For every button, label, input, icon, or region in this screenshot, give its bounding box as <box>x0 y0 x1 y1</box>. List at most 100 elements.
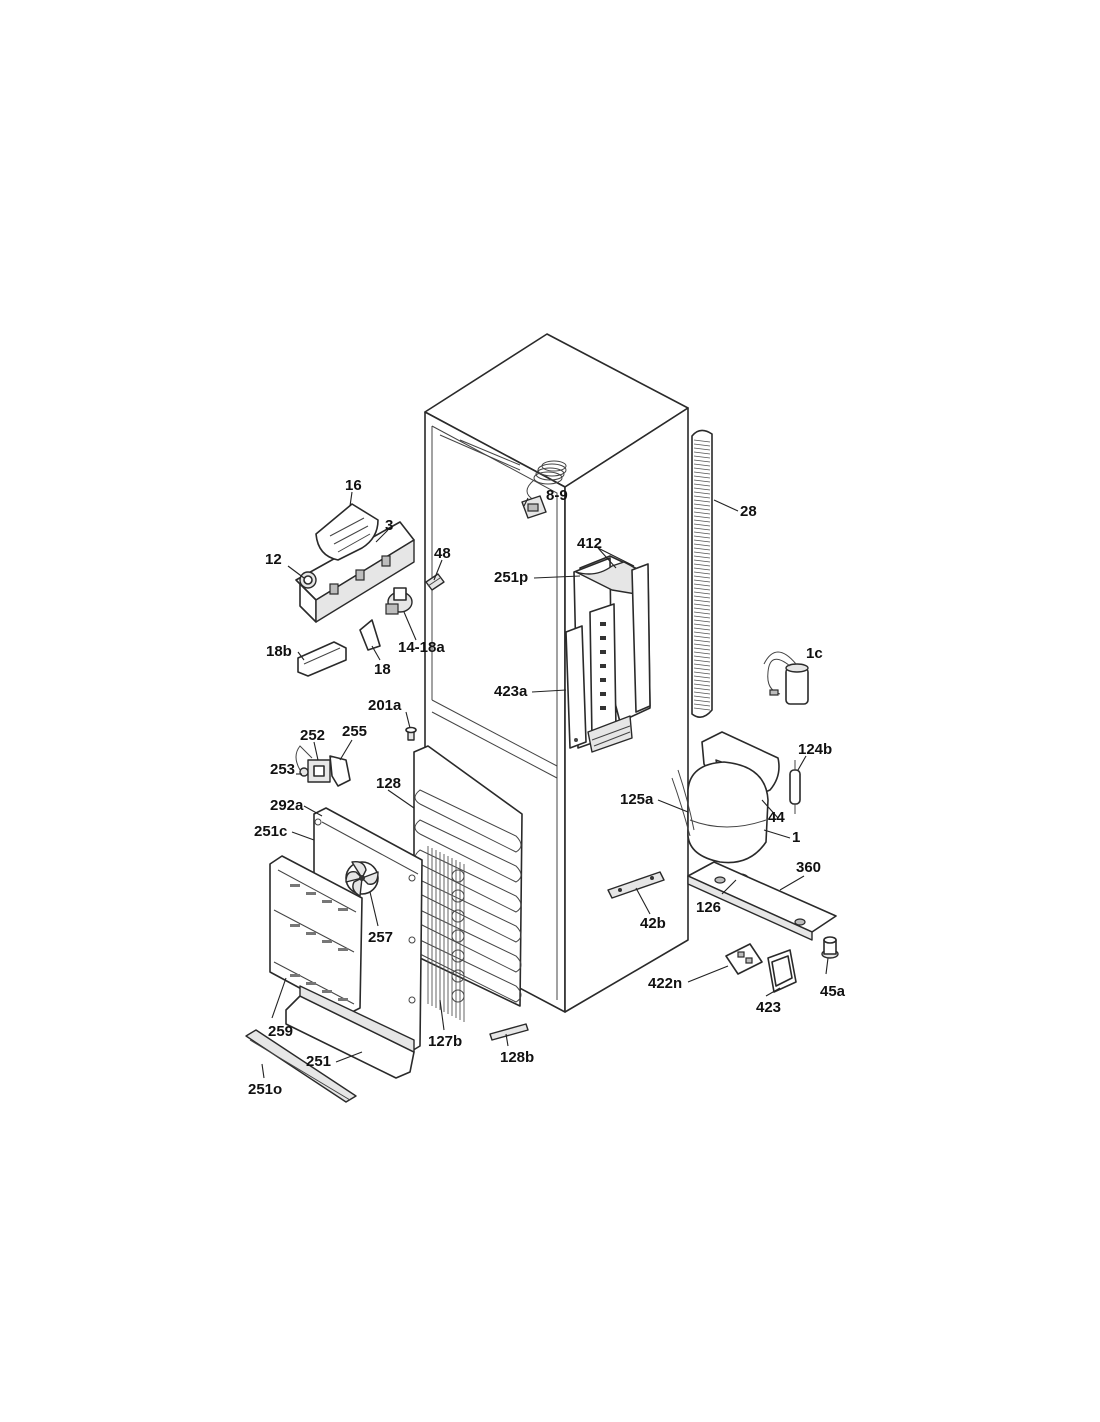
lamp-led <box>600 692 606 696</box>
tube-bend <box>451 909 465 923</box>
condenser-tube <box>693 471 711 475</box>
condenser-tube <box>693 703 711 707</box>
label-423a: 423a <box>494 683 528 700</box>
condenser-tube <box>693 611 711 615</box>
vent-slot <box>290 924 300 927</box>
vent-slot <box>306 892 316 895</box>
label-201a: 201a <box>368 697 402 714</box>
condenser-tube <box>693 707 711 711</box>
condenser-tube <box>693 447 711 451</box>
connector-48 <box>425 573 445 591</box>
condenser-tube <box>693 507 711 511</box>
condenser-tube <box>693 647 711 651</box>
capacitor-1c <box>763 651 809 705</box>
condenser-tube <box>693 443 711 447</box>
condenser-tube <box>693 499 711 503</box>
lamp-led <box>600 650 606 654</box>
label-124b: 124b <box>798 741 832 758</box>
label-48: 48 <box>434 545 451 562</box>
fan-motor-252 <box>295 745 331 783</box>
board-422n <box>725 943 763 975</box>
condenser-tube <box>693 659 711 663</box>
condenser-tube <box>693 551 711 555</box>
condenser-tube <box>693 547 711 551</box>
condenser-tube <box>693 607 711 611</box>
evaporator-coil <box>414 789 522 853</box>
label-18b: 18b <box>266 643 292 660</box>
label-44: 44 <box>768 809 785 826</box>
label-257: 257 <box>368 929 393 946</box>
tube-bend <box>451 869 465 883</box>
condenser-tube <box>693 515 711 519</box>
condenser-tube <box>693 519 711 523</box>
condenser-tube <box>693 651 711 655</box>
condenser-28 <box>691 429 713 718</box>
label-42b: 42b <box>640 915 666 932</box>
panel-423a <box>565 625 587 749</box>
condenser-tube <box>693 615 711 619</box>
thermostat-14-18a <box>385 587 413 615</box>
condenser-tube <box>693 487 711 491</box>
front-panel-259 <box>269 855 363 1015</box>
condenser-tube <box>693 599 711 603</box>
condenser-tube <box>693 619 711 623</box>
condenser-tube <box>693 575 711 579</box>
tube-bend <box>451 949 465 963</box>
label-3: 3 <box>385 517 393 534</box>
screw-201a <box>405 726 417 741</box>
condenser-tube <box>693 699 711 703</box>
condenser-tube <box>693 491 711 495</box>
label-251p: 251p <box>494 569 528 586</box>
label-128: 128 <box>376 775 401 792</box>
label-1: 1 <box>792 829 800 846</box>
condenser-tube <box>693 463 711 467</box>
evaporator-coil <box>414 819 522 883</box>
condenser-tube <box>693 691 711 695</box>
lamp-led <box>600 706 606 710</box>
condenser-tube <box>693 679 711 683</box>
condenser-tube <box>693 527 711 531</box>
condenser-tube <box>693 675 711 679</box>
condenser-tube <box>693 495 711 499</box>
base-rail-360 <box>687 861 837 941</box>
label-8-9: 8-9 <box>546 487 568 504</box>
label-292a: 292a <box>270 797 304 814</box>
lamp-led <box>600 636 606 640</box>
condenser-tube <box>693 583 711 587</box>
label-251c: 251c <box>254 823 287 840</box>
condenser-tube <box>693 543 711 547</box>
condenser-tube <box>693 683 711 687</box>
condenser-tube <box>693 591 711 595</box>
condenser-tube <box>693 595 711 599</box>
condenser-tube <box>693 539 711 543</box>
vent-slot <box>290 974 300 977</box>
filter-124b <box>789 760 801 814</box>
condenser-tube <box>693 587 711 591</box>
evaporator-coil <box>414 849 522 913</box>
leader-lines <box>261 491 829 1079</box>
condenser-tube <box>693 667 711 671</box>
fins-127b <box>427 846 465 1022</box>
vent-slot <box>306 932 316 935</box>
label-360: 360 <box>796 859 821 876</box>
bracket-42b <box>607 871 665 899</box>
label-126: 126 <box>696 899 721 916</box>
vent-slot <box>338 908 348 911</box>
condenser-tube <box>693 483 711 487</box>
label-423: 423 <box>756 999 781 1016</box>
cover-16 <box>315 503 379 561</box>
part-labels: 16 3 12 48 8-9 28 412 251p 14-18a 18b 18… <box>248 477 846 1098</box>
condenser-tube <box>693 623 711 627</box>
vent-slot <box>322 940 332 943</box>
vent-slot <box>290 884 300 887</box>
lamp-led <box>600 664 606 668</box>
label-18: 18 <box>374 661 391 678</box>
condenser-tube <box>693 451 711 455</box>
tube-bend <box>451 929 465 943</box>
condenser-tube <box>693 635 711 639</box>
tray-251 <box>285 985 415 1079</box>
label-45a: 45a <box>820 983 846 1000</box>
label-1c: 1c <box>806 645 823 662</box>
